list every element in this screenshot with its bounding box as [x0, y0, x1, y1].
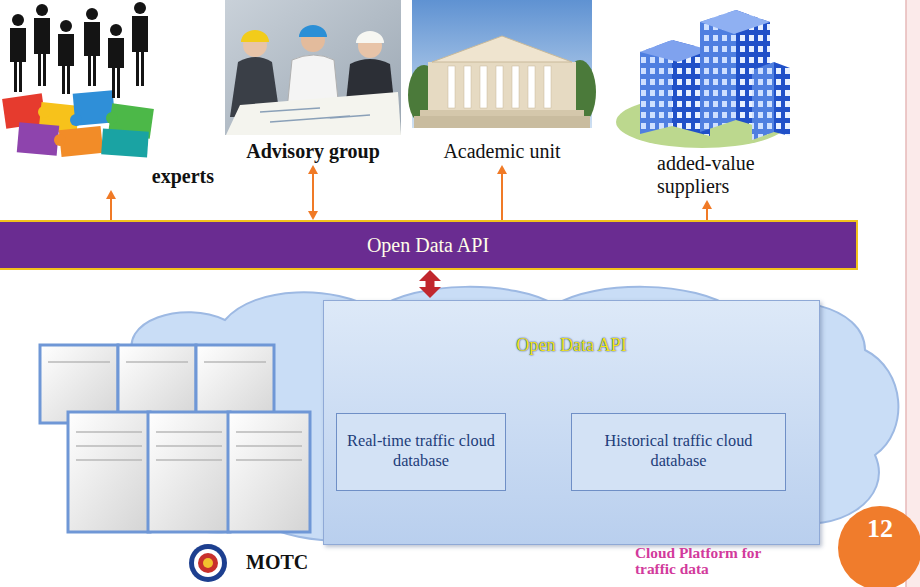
connector-line — [312, 173, 314, 212]
experts-picture — [2, 2, 154, 158]
connector-line — [706, 208, 708, 220]
connector — [106, 190, 116, 220]
group-picture: Academic unit — [410, 0, 594, 163]
arrow-head — [497, 165, 507, 174]
connector-line — [501, 173, 503, 220]
arrow-head — [308, 211, 318, 220]
page-number: 12 — [855, 514, 905, 544]
advisory-picture — [225, 0, 401, 135]
page-stripe — [906, 0, 920, 587]
connector — [702, 200, 712, 220]
arrow-head — [308, 165, 318, 174]
academic-picture — [408, 0, 596, 128]
arrow-head — [106, 190, 116, 199]
connector — [308, 165, 318, 220]
page-number-badge — [838, 506, 920, 587]
arrow-head — [419, 270, 441, 281]
database-box: Real-time traffic cloud database — [336, 413, 506, 491]
group-picture: experts — [0, 0, 222, 188]
server-picture — [40, 345, 310, 532]
node-text: Real-time traffic cloud database — [347, 432, 495, 471]
arrow-head — [702, 200, 712, 209]
connector — [497, 165, 507, 220]
api-band: Open Data API — [0, 220, 858, 270]
motc-logo — [189, 544, 227, 582]
database-box: Historical traffic cloud database — [571, 413, 786, 491]
group-picture: Advisory group — [222, 0, 404, 163]
agency-name: MOTC — [246, 551, 308, 574]
connector-line — [426, 280, 435, 288]
suppliers-picture — [616, 10, 790, 148]
connector-line — [110, 198, 112, 220]
node-text: Cloud Platform for traffic data — [635, 545, 767, 577]
api-box: Open Data API Real-time traffic cloud dat… — [323, 300, 820, 545]
node-text: Open Data API — [324, 335, 819, 356]
page-rule — [905, 0, 907, 587]
node-text: Advisory group — [222, 140, 404, 163]
node-text: experts — [0, 165, 222, 188]
node-text: Academic unit — [410, 140, 594, 163]
group-picture: added-value suppliers — [612, 0, 802, 198]
node-text: Open Data API — [367, 234, 489, 257]
node-text: Historical traffic cloud database — [582, 432, 775, 471]
node-text: added-value suppliers — [657, 152, 797, 198]
